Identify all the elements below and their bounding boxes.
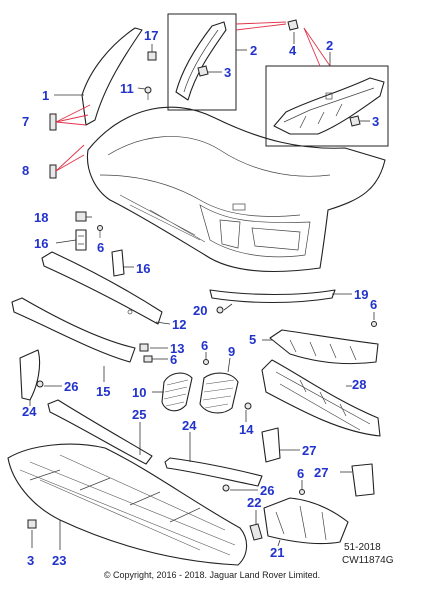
mount-27b [351, 463, 375, 497]
sensor-7 [49, 113, 57, 131]
bracket-upper-left [175, 21, 227, 101]
bolt-6e [299, 489, 305, 495]
callout-8: 8 [22, 163, 29, 178]
bolt-14 [244, 402, 252, 410]
bolt-20 [216, 306, 224, 314]
grille-strip-12 [41, 251, 163, 325]
copyright-notice: © Copyright, 2016 - 2018. Jaguar Land Ro… [104, 570, 320, 580]
callout-4: 4 [289, 43, 297, 58]
inset-box-bracket-right [265, 65, 389, 147]
fog-grille-10 [161, 372, 193, 412]
front-bumper-cover [86, 106, 386, 273]
leader-lines [29, 21, 375, 550]
clip-6c [143, 355, 153, 363]
callout-25: 25 [132, 407, 146, 422]
callout-6-grille: 6 [201, 338, 208, 353]
callout-2-left: 2 [250, 43, 257, 58]
callout-24-right: 24 [182, 418, 197, 433]
callout-6-bracket: 6 [97, 240, 104, 255]
callout-24-left: 24 [22, 404, 37, 419]
undertray-23 [7, 443, 248, 566]
callout-6-housing: 6 [297, 466, 304, 481]
callout-28: 28 [352, 377, 366, 392]
bumper-upper-flank [81, 27, 143, 126]
clip-inset-right [349, 115, 361, 127]
reinforcement-28 [261, 359, 381, 437]
callout-13: 13 [170, 341, 184, 356]
strip-25 [47, 399, 153, 465]
callout-6-clip: 6 [170, 352, 177, 367]
callout-14: 14 [239, 422, 254, 437]
callout-15: 15 [96, 384, 110, 399]
callout-26-right: 26 [260, 483, 274, 498]
callout-3-inset-left: 3 [224, 65, 231, 80]
housing-21 [263, 497, 349, 545]
callout-6-deflector: 6 [370, 297, 377, 312]
grille-strip-15 [11, 297, 136, 363]
bracket-upper-right [273, 77, 385, 135]
callout-16-left: 16 [34, 236, 48, 251]
clip-4 [287, 19, 299, 31]
callout-27-upper: 27 [302, 443, 316, 458]
clip-3-bottom [27, 519, 37, 529]
callout-5: 5 [249, 332, 256, 347]
trim-24-left [19, 349, 41, 401]
callout-19: 19 [354, 287, 368, 302]
bolt-6d [203, 359, 209, 365]
clip-13 [139, 343, 149, 352]
inset-box-bracket [167, 13, 237, 111]
lower-bracket-5 [269, 329, 379, 365]
sensor-8 [49, 164, 57, 179]
callout-16-right: 16 [136, 261, 150, 276]
fixing-22 [249, 523, 263, 541]
callouts: 1 2 2 3 3 3 4 5 6 6 6 6 6 7 8 9 10 11 12… [22, 28, 379, 568]
mount-27a [261, 427, 281, 463]
callout-11: 11 [120, 81, 134, 96]
callout-1: 1 [42, 88, 49, 103]
callout-12: 12 [172, 317, 186, 332]
clip-17 [147, 51, 157, 61]
bracket-16-left [75, 229, 87, 251]
callout-17: 17 [144, 28, 158, 43]
callout-26-left: 26 [64, 379, 78, 394]
trim-24-right [164, 457, 263, 487]
clip-inset-left [197, 65, 209, 77]
callout-9: 9 [228, 344, 235, 359]
bolt-26b [222, 484, 230, 492]
callout-22: 22 [247, 495, 261, 510]
bolt-6b [371, 321, 377, 327]
bracket-16-right [111, 249, 125, 277]
callout-18: 18 [34, 210, 48, 225]
callout-10: 10 [132, 385, 146, 400]
fog-grille-9 [199, 372, 239, 414]
bolt-26a [36, 380, 44, 388]
callout-3-inset-right: 3 [372, 114, 379, 129]
callout-2-right: 2 [326, 38, 333, 53]
callout-7: 7 [22, 114, 29, 129]
diagram-reference: 51-2018 [344, 542, 381, 553]
callout-21: 21 [270, 545, 284, 560]
callout-23: 23 [52, 553, 66, 568]
callout-3-bottom: 3 [27, 553, 34, 568]
deflector-19 [209, 289, 336, 304]
bolt-6a [97, 225, 103, 238]
callout-20: 20 [193, 303, 207, 318]
illustration-code: CW11874G [342, 555, 394, 566]
clip-18 [75, 211, 87, 222]
bolt-11 [144, 86, 152, 100]
callout-27-lower: 27 [314, 465, 328, 480]
